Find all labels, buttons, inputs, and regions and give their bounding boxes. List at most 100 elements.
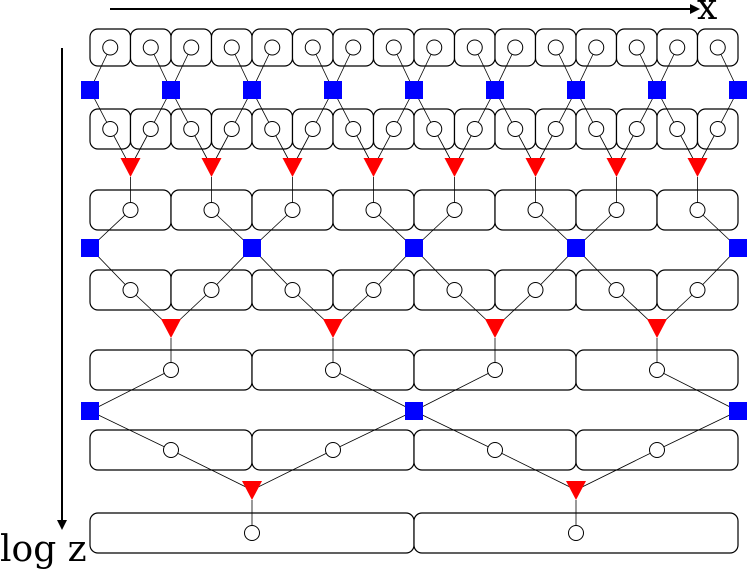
red-triangle-marker: [566, 481, 586, 500]
red-triangle-marker: [525, 158, 546, 177]
tree-node: [102, 39, 119, 56]
tree-node: [568, 525, 584, 541]
blue-square-marker: [81, 402, 99, 420]
blue-square-marker: [567, 81, 585, 99]
tree-node: [689, 282, 706, 298]
blue-square-marker: [162, 81, 180, 99]
tree-node: [325, 362, 341, 378]
connector-line: [656, 410, 739, 451]
tree-node: [183, 39, 200, 56]
tree-node: [649, 362, 665, 378]
tree-node: [163, 442, 179, 458]
red-triangle-marker: [161, 319, 181, 338]
connector-line: [251, 449, 334, 491]
x-axis-label: x: [697, 0, 718, 28]
blue-square-marker: [81, 239, 99, 257]
blue-square-marker: [729, 239, 747, 257]
tree-node: [426, 121, 443, 137]
tree-node: [709, 121, 726, 137]
tree-node: [244, 525, 260, 541]
tree-node: [588, 121, 605, 137]
blue-square-marker: [648, 81, 666, 99]
red-triangle-marker: [282, 158, 303, 177]
tree-node: [284, 282, 301, 298]
connector-line: [575, 449, 658, 491]
blue-square-marker: [405, 239, 423, 257]
blue-square-marker: [405, 81, 423, 99]
tree-node: [325, 442, 341, 458]
red-triangle-marker: [201, 158, 222, 177]
tree-node: [203, 202, 220, 218]
tree-node: [466, 121, 483, 137]
tree-node: [649, 442, 665, 458]
tree-node: [426, 39, 443, 56]
tree-node: [709, 39, 726, 56]
tree-node: [547, 121, 564, 137]
tree-node: [345, 39, 362, 56]
blue-square-marker: [486, 81, 504, 99]
tree-node: [487, 442, 503, 458]
tree-node: [689, 202, 706, 218]
tree-node: [385, 39, 402, 56]
tree-node: [385, 121, 402, 137]
red-triangle-marker: [242, 481, 262, 500]
connector-line: [89, 369, 172, 412]
connector-line: [413, 369, 496, 412]
tree-node: [608, 202, 625, 218]
red-triangle-marker: [606, 158, 627, 177]
tree-node: [365, 282, 382, 298]
blue-square-marker: [729, 81, 747, 99]
connector-line: [170, 449, 253, 491]
tree-node: [264, 121, 281, 137]
tree-node: [446, 282, 463, 298]
tree-node: [142, 121, 159, 137]
tree-node: [183, 121, 200, 137]
tree-node: [304, 121, 321, 137]
blue-square-marker: [567, 239, 585, 257]
tree-node: [304, 39, 321, 56]
tree-node: [669, 121, 686, 137]
tree-node: [669, 39, 686, 56]
blue-square-marker: [405, 402, 423, 420]
tree-node: [588, 39, 605, 56]
connector-line: [332, 410, 415, 451]
red-triangle-marker: [444, 158, 465, 177]
red-triangle-marker: [647, 319, 667, 338]
tree-node: [365, 202, 382, 218]
tree-node: [122, 202, 139, 218]
tree-node: [527, 282, 544, 298]
tree-node: [547, 39, 564, 56]
tree-node: [527, 202, 544, 218]
tree-node: [628, 39, 645, 56]
tree-node: [142, 39, 159, 56]
tree-node: [122, 282, 139, 298]
tree-node: [466, 39, 483, 56]
tree-node: [446, 202, 463, 218]
tree-node: [223, 121, 240, 137]
red-triangle-marker: [485, 319, 505, 338]
tree-node: [264, 39, 281, 56]
blue-square-marker: [243, 239, 261, 257]
red-triangle-marker: [323, 319, 343, 338]
tree-node: [608, 282, 625, 298]
tree-node: [487, 362, 503, 378]
blue-square-marker: [324, 81, 342, 99]
connector-line: [494, 449, 577, 491]
blue-square-marker: [729, 402, 747, 420]
red-triangle-marker: [363, 158, 384, 177]
tree-node: [223, 39, 240, 56]
connector-line: [332, 369, 415, 412]
tree-layer: [81, 28, 747, 554]
log-z-axis-label: log z: [0, 529, 87, 570]
tree-node: [203, 282, 220, 298]
connector-line: [89, 410, 172, 451]
tree-node: [345, 121, 362, 137]
red-triangle-marker: [687, 158, 708, 177]
connector-line: [413, 410, 496, 451]
connector-line: [656, 369, 739, 412]
tree-node: [284, 202, 301, 218]
tree-node: [507, 121, 524, 137]
tree-node: [507, 39, 524, 56]
tree-node: [163, 362, 179, 378]
